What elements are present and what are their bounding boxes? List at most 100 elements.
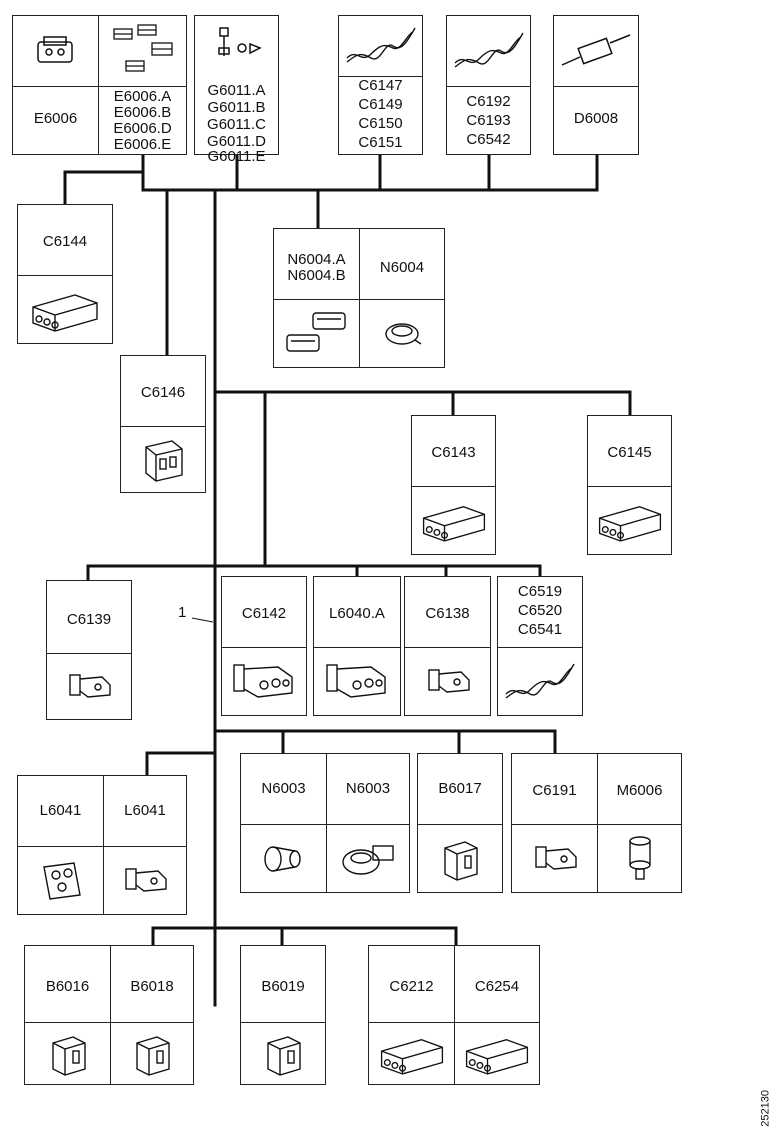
ground-terminal-icon [195,16,278,82]
component-label: D6008 [573,110,619,127]
small-connector-icon [47,653,131,720]
component-label: N6004.B [287,267,346,284]
component-label: C6149 [358,96,403,113]
three-pin-connector-icon [222,647,306,716]
component-box-n6003[interactable]: N6003 N6003 [240,753,410,893]
component-label: C6144 [42,233,88,250]
component-label: C6151 [358,134,403,151]
diode-icon [554,16,638,87]
component-cell[interactable]: C6254 [455,946,539,1084]
component-box-b6016[interactable]: B6016 B6018 [24,945,194,1085]
component-cell[interactable]: C6191 [512,754,598,892]
twisted-wire-icon [339,16,422,77]
component-box-c6144[interactable]: C6144 [17,204,113,344]
component-label: C6541 [517,621,563,638]
component-cell[interactable]: M6006 [598,754,681,892]
component-label: L6041 [124,802,166,819]
component-label: C6143 [431,444,476,461]
component-label: B6018 [130,978,174,995]
component-box-c6147[interactable]: C6147 C6149 C6150 C6151 [338,15,423,155]
component-box-l6040[interactable]: L6040.A [313,576,401,716]
component-label: B6019 [261,978,305,995]
component-box-g6011[interactable]: G6011.A G6011.B G6011.C G6011.D G6011.E [194,15,279,165]
component-label: C6139 [66,611,112,628]
component-label: N6004.A [287,251,346,268]
three-pin-connector-icon [314,647,400,716]
connector-set-icon [99,16,186,87]
component-box-d6008[interactable]: D6008 [553,15,639,155]
connector-icon [13,16,98,87]
component-cell[interactable]: E6006 [13,16,99,154]
component-label: M6006 [616,782,663,799]
component-cell[interactable]: B6016 [25,946,111,1084]
callout-label: 1 [178,604,187,621]
component-label: N6003 [345,780,391,797]
component-box-b6017[interactable]: B6017 [417,753,503,893]
component-cell[interactable]: B6018 [111,946,193,1084]
component-label: C6192 [466,93,511,110]
multi-pin-connector-icon [588,486,671,555]
component-cell[interactable]: L6041 [18,776,104,914]
component-cell[interactable]: C6212 [369,946,455,1084]
component-label: L6041 [39,802,82,819]
component-cell[interactable]: N6003 [241,754,327,892]
small-connector-icon [405,647,490,716]
multi-pin-connector-icon [369,1022,454,1085]
component-label: C6519 [517,583,563,600]
component-box-c6143[interactable]: C6143 [411,415,496,555]
component-label: E6006.A [113,88,172,105]
motor-icon [598,824,681,893]
component-label: C6520 [517,602,563,619]
component-label: E6006 [33,110,78,127]
component-cell[interactable]: L6041 [104,776,186,914]
component-label: E6006.E [113,136,172,153]
component-box-c6519[interactable]: C6519 C6520 C6541 [497,576,583,716]
component-box-b6019[interactable]: B6019 [240,945,326,1085]
component-label: E6006.B [113,104,172,121]
socket-plate-icon [18,846,103,915]
round-connector-icon [360,299,444,368]
component-cell[interactable]: N6003 [327,754,409,892]
component-box-n6004[interactable]: N6004.A N6004.B N6004 [273,228,445,368]
multi-pin-connector-icon [18,275,112,344]
component-label: N6003 [261,780,306,797]
component-cell[interactable]: N6004.A N6004.B [274,229,360,367]
component-label: C6193 [466,112,511,129]
component-cell[interactable]: E6006.A E6006.B E6006.D E6006.E [99,16,186,154]
component-box-c6212[interactable]: C6212 C6254 [368,945,540,1085]
connector-icon [121,426,205,493]
component-box-c6139[interactable]: C6139 [46,580,132,720]
block-connector-icon [25,1022,110,1085]
component-label: G6011.E [207,148,266,165]
connector-pair-icon [274,299,359,368]
component-label: G6011.D [207,133,266,150]
component-box-c6191[interactable]: C6191 M6006 [511,753,682,893]
cylinder-connector-icon [241,824,326,893]
component-box-e6006[interactable]: E6006 E6006.A E6006.B E6006.D E6006.E [12,15,187,155]
twisted-wire-icon [447,16,530,87]
small-connector-icon [104,846,186,915]
component-box-c6145[interactable]: C6145 [587,415,672,555]
component-box-l6041[interactable]: L6041 L6041 [17,775,187,915]
component-box-c6146[interactable]: C6146 [120,355,206,493]
component-cell[interactable]: N6004 [360,229,444,367]
component-box-c6138[interactable]: C6138 [404,576,491,716]
multi-pin-connector-icon [412,486,495,555]
component-label: C6146 [140,384,186,401]
component-label: C6212 [389,978,434,995]
component-box-c6192[interactable]: C6192 C6193 C6542 [446,15,531,155]
harness-wiring [63,153,632,1007]
component-label: G6011.B [207,99,266,116]
component-label: C6138 [425,605,470,622]
component-label: C6142 [241,605,287,622]
component-label: C6191 [532,782,577,799]
component-label: C6147 [358,77,403,94]
component-label: L6040.A [329,605,385,622]
block-connector-icon [241,1022,325,1085]
component-box-c6142[interactable]: C6142 [221,576,307,716]
small-connector-icon [512,824,597,893]
block-connector-icon [111,1022,193,1085]
component-label: B6017 [438,780,482,797]
component-label: B6016 [45,978,90,995]
component-label: G6011.A [207,82,266,99]
